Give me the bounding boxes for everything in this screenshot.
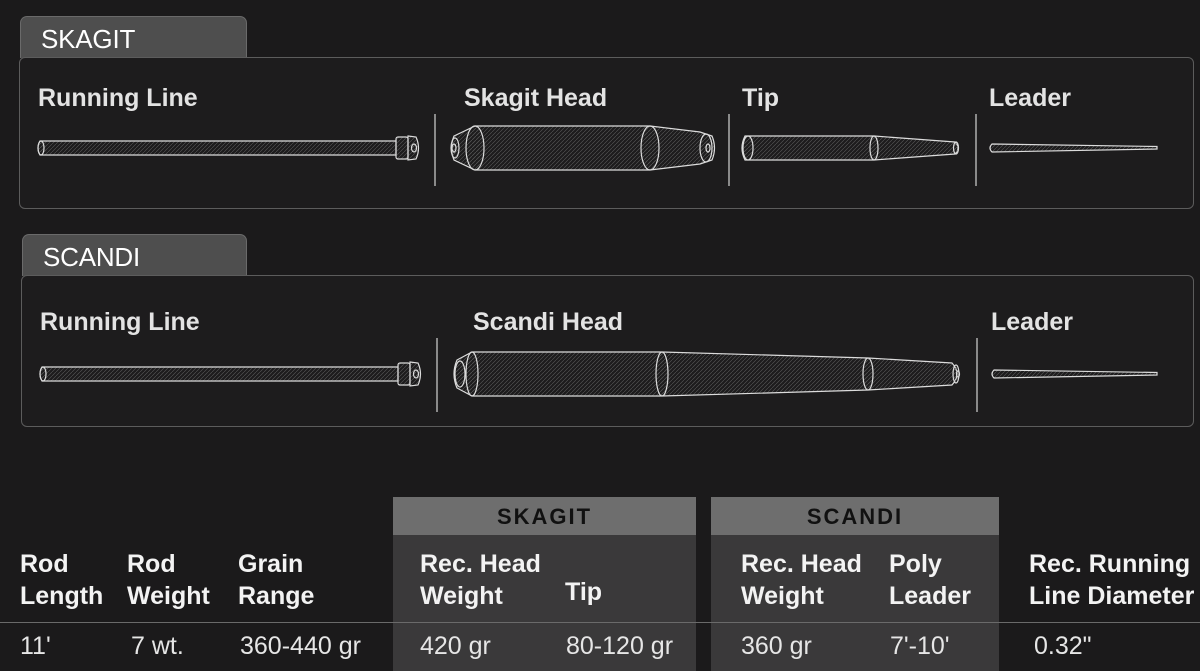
scandi-divider-2 bbox=[976, 338, 978, 412]
skagit-column-shade bbox=[393, 535, 696, 671]
header-scandi-poly-leader: Poly Leader bbox=[889, 548, 999, 612]
header-running-line-diameter-line2: Line Diameter bbox=[1029, 582, 1195, 610]
cell-scandi-head-weight: 360 gr bbox=[741, 632, 812, 660]
scandi-column-shade bbox=[711, 535, 999, 671]
header-scandi-head-weight-line2: Weight bbox=[741, 582, 824, 610]
scandi-head-label: Scandi Head bbox=[473, 308, 624, 336]
scandi-divider-1 bbox=[436, 338, 438, 412]
cell-skagit-tip: 80-120 gr bbox=[566, 632, 674, 660]
skagit-tip-drawing bbox=[741, 135, 960, 161]
header-skagit-head-weight-line2: Weight bbox=[420, 582, 503, 610]
header-rod-weight-line2: Weight bbox=[127, 582, 210, 610]
cell-grain-range: 360-440 gr bbox=[240, 632, 361, 660]
scandi-leader-drawing bbox=[991, 369, 1158, 379]
header-skagit-tip: Tip bbox=[565, 548, 675, 608]
skagit-leader-drawing bbox=[989, 143, 1158, 153]
header-skagit-head-weight-line1: Rec. Head bbox=[420, 550, 541, 578]
skagit-divider-2 bbox=[728, 114, 730, 186]
skagit-head-drawing bbox=[450, 125, 716, 171]
skagit-divider-1 bbox=[434, 114, 436, 186]
cell-rod-weight: 7 wt. bbox=[131, 632, 184, 660]
cell-skagit-head-weight: 420 gr bbox=[420, 632, 491, 660]
skagit-group-header: SKAGIT bbox=[393, 497, 696, 535]
header-running-line-diameter: Rec. Running Line Diameter bbox=[1029, 548, 1199, 612]
cell-running-line-diameter: 0.32" bbox=[1034, 632, 1092, 660]
table-header-separator bbox=[0, 622, 1200, 623]
scandi-head-drawing bbox=[453, 351, 961, 397]
scandi-group-header: SCANDI bbox=[711, 497, 999, 535]
skagit-group-header-label: SKAGIT bbox=[496, 504, 593, 529]
skagit-leader-label: Leader bbox=[989, 84, 1071, 112]
header-grain-range: Grain Range bbox=[238, 548, 428, 612]
cell-scandi-poly-leader: 7'-10' bbox=[890, 632, 950, 660]
scandi-group-header-label: SCANDI bbox=[806, 504, 904, 529]
header-scandi-poly-leader-line2: Leader bbox=[889, 582, 971, 610]
header-scandi-head-weight-line1: Rec. Head bbox=[741, 550, 862, 578]
header-scandi-head-weight: Rec. Head Weight bbox=[741, 548, 931, 612]
scandi-running-line-label: Running Line bbox=[40, 308, 200, 336]
cell-rod-length: 11' bbox=[20, 632, 51, 660]
header-skagit-head-weight: Rec. Head Weight bbox=[420, 548, 610, 612]
skagit-divider-3 bbox=[975, 114, 977, 186]
header-grain-range-line2: Range bbox=[238, 582, 315, 610]
header-running-line-diameter-line1: Rec. Running bbox=[1029, 550, 1191, 578]
header-scandi-poly-leader-line1: Poly bbox=[889, 550, 942, 578]
scandi-leader-label: Leader bbox=[991, 308, 1073, 336]
skagit-tip-label: Tip bbox=[742, 84, 780, 112]
header-skagit-tip-line2: Tip bbox=[565, 578, 603, 606]
header-grain-range-line1: Grain bbox=[238, 550, 304, 578]
skagit-head-label: Skagit Head bbox=[464, 84, 608, 112]
header-skagit-tip-line1 bbox=[565, 548, 675, 576]
header-rod-weight-line1: Rod bbox=[127, 550, 176, 578]
skagit-running-line-label: Running Line bbox=[38, 84, 198, 112]
scandi-running-line-drawing bbox=[39, 361, 422, 387]
header-rod-weight: Rod Weight bbox=[127, 548, 317, 612]
header-rod-length-line1: Rod bbox=[20, 550, 69, 578]
skagit-running-line-drawing bbox=[37, 135, 420, 161]
header-rod-length: Rod Length bbox=[20, 548, 210, 612]
scandi-system-panel bbox=[21, 275, 1194, 427]
header-rod-length-line2: Length bbox=[20, 582, 104, 610]
